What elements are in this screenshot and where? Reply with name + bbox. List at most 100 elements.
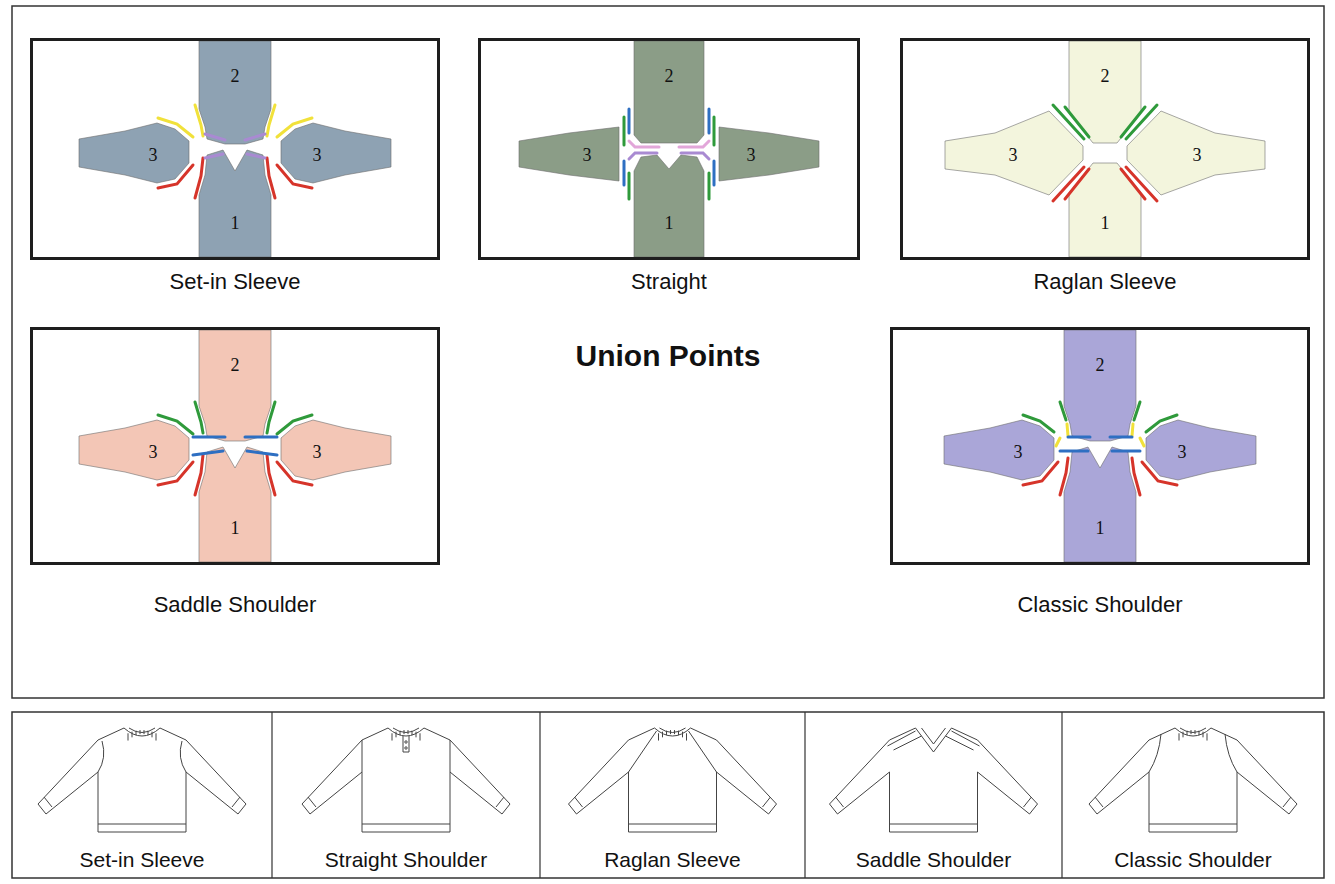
union-seam-line [1149,734,1237,772]
rib-stroke [396,732,397,738]
callout-number: 3 [313,146,322,164]
callout-number: 3 [1009,146,1018,164]
strip-divider [539,712,540,878]
strip-divider [1061,712,1062,878]
hem-band [362,824,450,825]
callout-number: 3 [313,443,322,461]
rib-stroke [678,731,679,736]
rib-stroke [666,731,667,736]
union-seam [623,117,626,145]
back-piece [199,330,271,441]
union-seam [267,402,275,433]
rib-stroke [686,733,687,740]
pattern-set [79,330,391,562]
union-seam [247,154,265,158]
sleeve-piece [1146,420,1256,480]
rib-stroke [416,732,417,738]
rib-stroke [1191,730,1192,734]
strip-divider [804,712,805,878]
union-seam [1060,450,1088,453]
outer-frame [12,6,1324,698]
rib-stroke [152,732,153,738]
sweater-outline [830,728,1038,832]
rib-stroke [658,733,659,740]
rib-stroke [420,733,421,740]
caption: Set-in Sleeve [12,848,272,872]
union-seam [1053,167,1084,201]
union-seam [277,118,312,137]
union-seam-line [362,740,450,772]
hem-band [629,824,717,825]
union-seam [267,158,275,198]
union-seam [247,451,277,455]
hem-band [890,824,978,825]
v-neck [916,728,952,752]
union-seam [1023,415,1054,432]
union-seam [205,154,223,158]
union-seam [195,158,203,198]
title: Union Points [576,339,761,373]
cuff-band [1095,797,1291,807]
cuff-band [575,797,771,807]
union-seam [628,173,631,199]
sweater [830,728,1038,832]
caption: Classic Shoulder [893,592,1307,618]
callout-number: 2 [1101,67,1110,85]
union-seam [1067,424,1068,436]
union-seam-line [98,741,186,772]
cuff-band [836,797,1032,807]
sweater [569,728,777,832]
sweater-outline [569,728,777,832]
callout-number: 3 [149,443,158,461]
rib-stroke [136,731,137,736]
union-seam [1112,450,1140,453]
callout-number: 3 [1014,443,1023,461]
union-seam [1146,415,1177,432]
rib-stroke [670,730,671,734]
union-seam [1132,424,1133,436]
pattern-set [79,41,391,257]
union-seam [713,117,716,145]
rib-stroke [674,730,675,734]
strip-frame [12,712,1324,878]
union-seam [205,134,225,140]
rib-stroke [156,733,157,740]
rib-stroke [144,730,145,734]
back-piece [199,41,271,144]
rib-stroke [1187,731,1188,736]
caption: Saddle Shoulder [805,848,1062,872]
neck-rib [124,728,160,736]
front-piece [199,447,271,562]
sleeve-piece [281,123,391,183]
back-piece [1064,330,1136,441]
callout-number: 2 [231,67,240,85]
sleeve-piece [281,420,391,480]
rib-stroke [1179,733,1180,740]
pattern-set [519,41,819,257]
union-seam [1053,105,1084,139]
hem-band [1149,824,1237,825]
cuff-band [308,797,504,807]
rib-stroke [1199,731,1200,736]
sweater [38,728,246,832]
sweater-cell: Raglan Sleeve [540,712,805,878]
callout-number: 3 [747,146,756,164]
union-seam [1126,105,1157,139]
union-seam [245,134,265,140]
union-seam [277,165,312,188]
sleeve-piece [79,420,189,480]
union-seam [193,436,225,439]
callout-number: 1 [1101,214,1110,232]
rib-stroke [392,733,393,740]
button [405,741,407,743]
placket [403,736,409,752]
sleeve-piece [944,420,1054,480]
pattern-set [945,41,1265,257]
union-seam [1060,402,1066,420]
union-seam [158,118,193,137]
neck-rib [1175,728,1211,736]
caption: Straight [481,269,857,295]
rib-stroke [1207,733,1208,740]
callout-number: 2 [1096,356,1105,374]
rib-stroke [128,733,129,740]
